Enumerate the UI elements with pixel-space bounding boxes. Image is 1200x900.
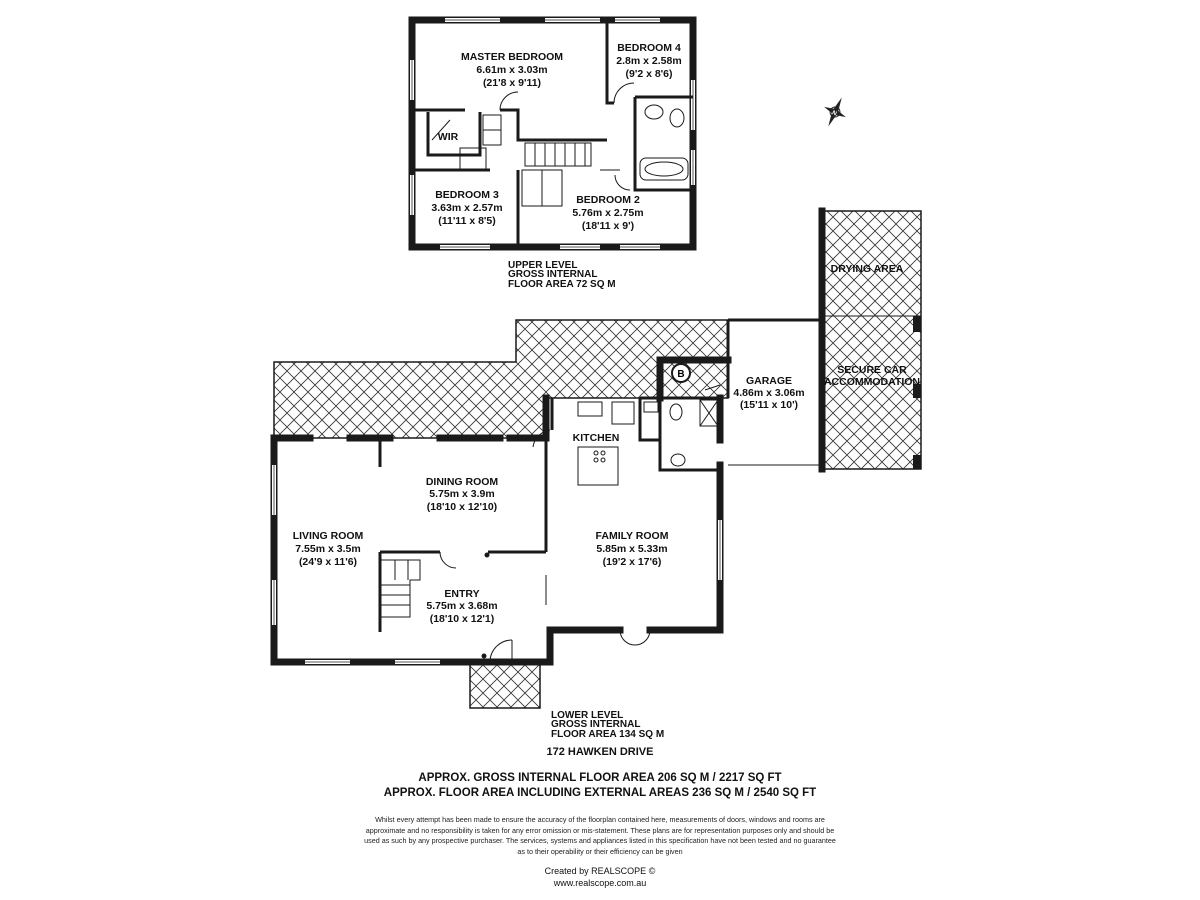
secure-car-label: SECURE CAR (837, 364, 907, 376)
copyright-icon: © (648, 866, 656, 876)
living-room-size-ft: (24'9 x 11'6) (299, 556, 357, 568)
front-porch (469, 661, 541, 709)
bedroom-4-size-ft: (9'2 x 8'6) (625, 68, 672, 80)
credit-website: www.realscope.com.au (553, 878, 647, 888)
bedroom-2-size-m: 5.76m x 2.75m (572, 207, 643, 219)
dining-room-label: DINING ROOM (426, 476, 499, 488)
secure-car-label-2: ACCOMMODATION (824, 376, 920, 388)
bedroom-3-size-ft: (11'11 x 8'5) (438, 215, 496, 227)
bedroom-4-label: BEDROOM 4 (617, 42, 681, 54)
total-area-line-2: APPROX. FLOOR AREA INCLUDING EXTERNAL AR… (383, 787, 817, 799)
bedroom-2-label: BEDROOM 2 (576, 194, 640, 206)
bedroom-4-size-m: 2.8m x 2.58m (616, 55, 681, 67)
upper-area-line-2: GROSS INTERNAL (508, 269, 597, 280)
boiler-symbol: B (677, 369, 684, 380)
lower-area-line-3: FLOOR AREA 134 SQ M (551, 729, 664, 740)
master-bedroom-size-ft: (21'8 x 9'11) (483, 77, 541, 89)
living-room-size-m: 7.55m x 3.5m (295, 543, 360, 555)
family-room-size-ft: (19'2 x 17'6) (603, 556, 662, 568)
kitchen-label: KITCHEN (573, 432, 620, 444)
drying-area-label: DRYING AREA (831, 263, 904, 275)
bedroom-3-label: BEDROOM 3 (435, 189, 499, 201)
entry-size-m: 5.75m x 3.68m (426, 600, 497, 612)
garage-size-ft: (15'11 x 10') (740, 399, 798, 411)
property-address: 172 HAWKEN DRIVE (546, 746, 654, 758)
compass-icon: N (824, 97, 846, 127)
garage-size-m: 4.86m x 3.06m (733, 387, 804, 399)
family-room-label: FAMILY ROOM (596, 530, 669, 542)
total-area-line-1: APPROX. GROSS INTERNAL FLOOR AREA 206 SQ… (418, 772, 782, 784)
entry-size-ft: (18'10 x 12'1) (430, 613, 495, 625)
upper-area-line-3: FLOOR AREA 72 SQ M (508, 279, 616, 290)
compass-label: N (831, 110, 837, 117)
kitchen-island (577, 446, 619, 486)
upper-level-plan: MASTER BEDROOM 6.61m x 3.03m (21'8 x 9'1… (408, 16, 697, 290)
master-bedroom-label: MASTER BEDROOM (461, 51, 563, 63)
bedroom-2-size-ft: (18'11 x 9') (582, 220, 634, 232)
credit-line-1: Created by REALSCOPE (544, 866, 647, 876)
dining-room-size-m: 5.75m x 3.9m (429, 488, 494, 500)
upper-area-line-1: UPPER LEVEL (508, 260, 577, 271)
disclaimer-text: Whilst every attempt has been made to en… (364, 815, 836, 856)
drying-area-hatch (821, 210, 922, 470)
garage-label: GARAGE (746, 375, 792, 387)
bedroom-3-size-m: 3.63m x 2.57m (431, 202, 502, 214)
lower-level-plan: B DRYING AREA SECURE (270, 207, 922, 740)
credit-block: Created by REALSCOPE © www.realscope.com… (0, 865, 1200, 889)
entry-label: ENTRY (444, 588, 479, 600)
living-room-label: LIVING ROOM (293, 530, 364, 542)
wir-label: WIR (438, 131, 459, 143)
family-room-size-m: 5.85m x 5.33m (596, 543, 667, 555)
dining-room-size-ft: (18'10 x 12'10) (427, 501, 497, 513)
lower-area-line-1: LOWER LEVEL (551, 710, 623, 721)
lower-area-line-2: GROSS INTERNAL (551, 719, 640, 730)
master-bedroom-size-m: 6.61m x 3.03m (476, 64, 547, 76)
